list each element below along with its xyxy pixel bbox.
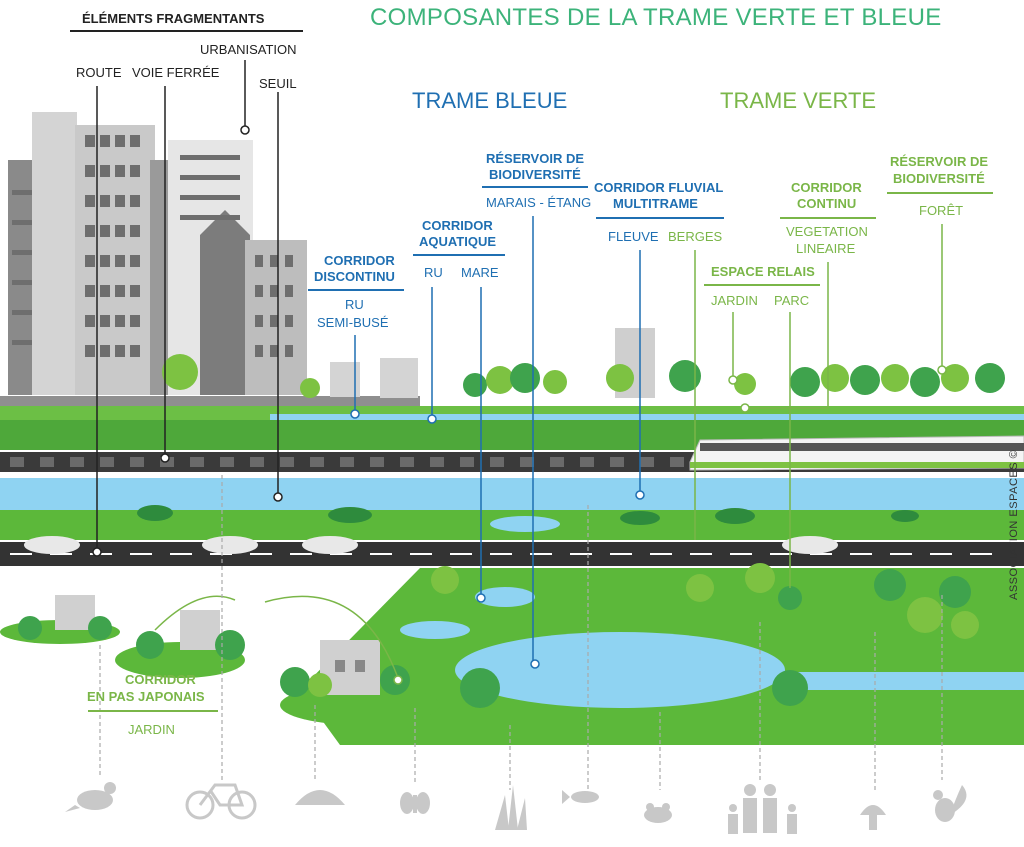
discontinu-ru: RU <box>345 297 364 312</box>
blue-reservoir-rule <box>482 186 588 188</box>
family-icon <box>728 784 797 834</box>
fish-icon <box>562 790 599 804</box>
aquatique-ru: RU <box>424 265 443 280</box>
green-reservoir-rule <box>887 192 993 194</box>
credit-text: ASSOCIATION ESPACES © <box>1008 449 1020 600</box>
green-reservoir-title1: RÉSERVOIR DE <box>890 154 989 169</box>
relais-jardin: JARDIN <box>711 293 758 308</box>
reeds-icon <box>495 785 527 830</box>
mushroom-icon <box>860 805 886 830</box>
aquatique-rule <box>413 254 505 256</box>
continu-rule <box>780 217 876 219</box>
train <box>689 435 1024 471</box>
bicycle-icon <box>185 783 257 820</box>
trame-bleue-heading: TRAME BLEUE <box>412 88 568 113</box>
discontinu-semi-buse: SEMI-BUSÉ <box>317 315 389 330</box>
relais-parc: PARC <box>774 293 810 308</box>
pigeon-icon <box>65 782 116 812</box>
label-voie-ferree: VOIE FERRÉE <box>132 65 220 80</box>
japonais-rule <box>88 710 218 712</box>
label-route: ROUTE <box>76 65 122 80</box>
label-seuil: SEUIL <box>259 76 297 91</box>
green-reservoir-title2: BIODIVERSITÉ <box>893 171 985 186</box>
city-buildings <box>8 112 307 395</box>
continu-title1: CORRIDOR <box>791 180 862 195</box>
continu-sub2: LINEAIRE <box>796 241 856 256</box>
discontinu-title1: CORRIDOR <box>324 253 395 268</box>
fluvial-title2: MULTITRAME <box>613 196 698 211</box>
fluvial-rule <box>596 217 724 219</box>
fragmenting-heading: ÉLÉMENTS FRAGMENTANTS <box>82 11 265 26</box>
upper-road <box>0 396 420 406</box>
diagram-title: COMPOSANTES DE LA TRAME VERTE ET BLEUE <box>370 4 942 31</box>
frog-icon <box>644 803 672 823</box>
relais-title: ESPACE RELAIS <box>711 264 815 279</box>
aquatique-title2: AQUATIQUE <box>419 234 497 249</box>
japonais-sub: JARDIN <box>128 722 175 737</box>
label-urbanisation: URBANISATION <box>200 42 297 57</box>
garden-islands <box>0 595 440 725</box>
continu-sub1: VEGETATION <box>786 224 868 239</box>
aquatique-title1: CORRIDOR <box>422 218 493 233</box>
discontinu-rule <box>308 289 404 291</box>
fluvial-title1: CORRIDOR FLUVIAL <box>594 180 724 195</box>
hedgehog-icon <box>295 790 345 805</box>
fluvial-fleuve: FLEUVE <box>608 229 659 244</box>
relais-rule <box>704 284 820 286</box>
japonais-title2: EN PAS JAPONAIS <box>87 689 205 704</box>
pointer-lines <box>96 60 279 552</box>
trame-verte-heading: TRAME VERTE <box>720 88 877 113</box>
butterfly-icon <box>400 792 430 814</box>
lower-road <box>0 536 1024 566</box>
blue-reservoir-sub: MARAIS - ÉTANG <box>486 195 592 210</box>
japonais-title1: CORRIDOR <box>125 672 196 687</box>
squirrel-icon <box>933 785 967 822</box>
fluvial-berges: BERGES <box>668 229 723 244</box>
green-reservoir-sub: FORÊT <box>919 203 964 218</box>
blue-reservoir-title2: BIODIVERSITÉ <box>489 167 581 182</box>
aquatique-mare: MARE <box>461 265 499 280</box>
continu-title2: CONTINU <box>797 196 857 211</box>
marsh-pond <box>455 632 785 708</box>
discontinu-title2: DISCONTINU <box>314 269 395 284</box>
fragmenting-rule <box>70 30 303 32</box>
blue-reservoir-title1: RÉSERVOIR DE <box>486 151 585 166</box>
